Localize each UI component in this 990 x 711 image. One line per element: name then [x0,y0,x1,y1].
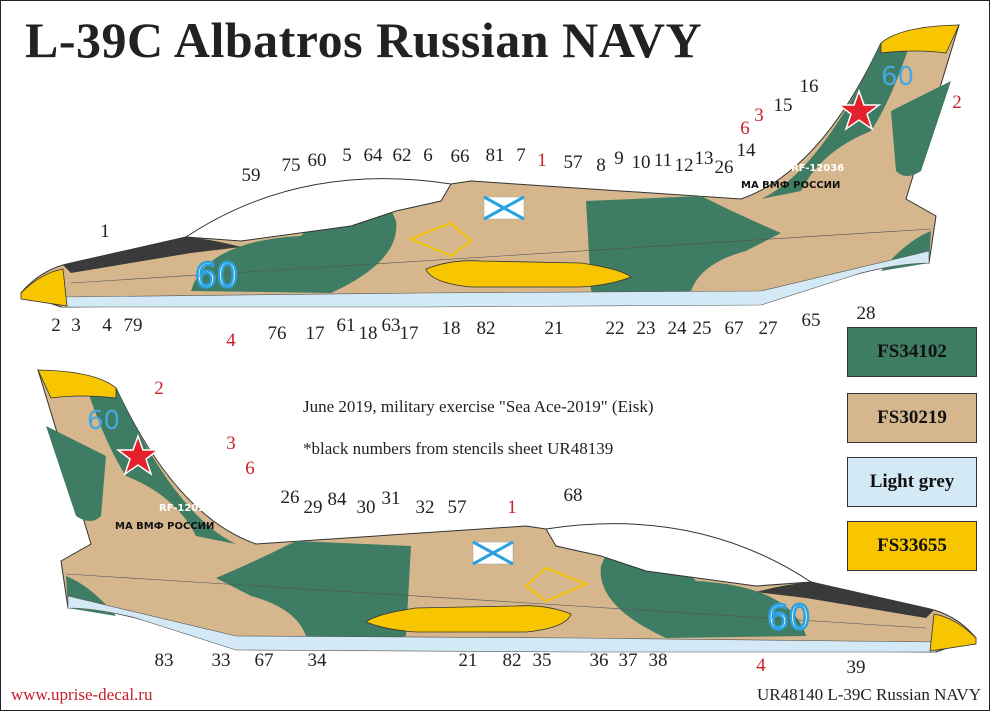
left-profile-callout-61: 61 [337,315,356,336]
left-profile-callout-81: 81 [486,145,505,166]
left-profile-callout-28: 28 [857,303,876,324]
right-profile-callout-30: 30 [357,497,376,518]
right-profile-callout-31: 31 [382,488,401,509]
left-profile-callout-25: 25 [693,318,712,339]
right-profile-callout-21: 21 [459,650,478,671]
right-profile-callout-57: 57 [448,497,467,518]
left-profile-callout-5: 5 [342,145,352,166]
right-profile-callout-1: 1 [507,497,517,518]
inscription-marking: МА ВМФ РОССИИ [741,180,840,191]
left-profile-callout-26: 26 [715,157,734,178]
right-profile-callout-39: 39 [847,657,866,678]
right-profile-callout-36: 36 [590,650,609,671]
left-profile-callout-4: 4 [102,315,112,336]
swatch-label: FS30219 [877,407,947,428]
left-profile-callout-17: 17 [306,323,325,344]
left-profile-callout-13: 13 [695,148,714,169]
inscription-marking: МА ВМФ РОССИИ [115,521,214,532]
right-profile-callout-6: 6 [245,458,255,479]
left-profile-callout-59: 59 [242,165,261,186]
left-profile-callout-82: 82 [477,318,496,339]
left-profile-callout-7: 7 [516,145,526,166]
right-profile-callout-26: 26 [281,487,300,508]
left-profile-callout-27: 27 [759,318,778,339]
left-profile-callout-6: 6 [423,145,433,166]
left-profile-callout-12: 12 [675,155,694,176]
right-profile-callout-82: 82 [503,650,522,671]
color-swatch-fs30219: FS30219 [847,393,977,443]
left-profile-callout-62: 62 [393,145,412,166]
left-profile-callout-18: 18 [359,323,378,344]
left-profile-callout-6: 6 [740,118,750,139]
right-profile-callout-3: 3 [226,433,236,454]
right-profile-callout-32: 32 [416,497,435,518]
right-profile-callout-67: 67 [255,650,274,671]
left-profile-callout-21: 21 [545,318,564,339]
color-swatch-fs33655: FS33655 [847,521,977,571]
website-link[interactable]: www.uprise-decal.ru [11,685,153,704]
right-profile-callout-83: 83 [155,650,174,671]
left-profile-callout-22: 22 [606,318,625,339]
swatch-label: Light grey [869,471,955,492]
left-profile-callout-23: 23 [637,318,656,339]
sheet-title: L-39C Albatros Russian NAVY [25,12,703,68]
color-swatch-light-grey: Light grey [847,457,977,507]
left-profile-callout-64: 64 [364,145,384,166]
left-profile-callout-66: 66 [451,146,470,167]
swatch-label: FS33655 [877,535,947,556]
left-profile-callout-16: 16 [800,76,819,97]
left-profile-callout-14: 14 [737,140,757,161]
right-profile-callout-33: 33 [212,650,231,671]
right-profile-callout-34: 34 [308,650,328,671]
registration-marking: RF-12036 [791,163,844,174]
tail-number-marking: 60 [881,62,914,92]
right-profile-callout-84: 84 [328,489,348,510]
right-profile-callout-29: 29 [304,497,323,518]
right-profile-callout-68: 68 [564,485,583,506]
left-profile-callout-8: 8 [596,155,606,176]
registration-marking: RF-12036 [159,503,212,514]
left-profile-callout-9: 9 [614,148,624,169]
swatch-label: FS34102 [877,341,947,362]
left-profile-callout-4: 4 [226,330,236,351]
side-number-marking: 60 [195,256,238,296]
left-profile-callout-11: 11 [654,150,672,171]
left-profile-callout-1: 1 [537,150,547,171]
color-swatch-fs34102: FS34102 [847,327,977,377]
left-profile-callout-2: 2 [51,315,61,336]
side-number-marking: 60 [767,598,810,638]
left-profile-callout-17: 17 [400,323,419,344]
left-profile-callout-15: 15 [774,95,793,116]
left-profile-callout-60: 60 [308,150,327,171]
left-profile-callout-63: 63 [382,315,401,336]
right-profile-callout-37: 37 [619,650,638,671]
right-profile-callout-38: 38 [649,650,668,671]
left-profile-callout-57: 57 [564,152,583,173]
right-profile-callout-35: 35 [533,650,552,671]
left-profile-callout-75: 75 [282,155,301,176]
right-profile-callout-4: 4 [756,655,766,676]
left-profile-callout-76: 76 [268,323,287,344]
caption-note: *black numbers from stencils sheet UR481… [303,439,614,458]
left-profile-callout-24: 24 [668,318,688,339]
left-profile-callout-10: 10 [632,152,651,173]
caption-event: June 2019, military exercise "Sea Ace-20… [303,397,654,416]
left-profile-callout-79: 79 [124,315,143,336]
product-code: UR48140 L-39C Russian NAVY [756,685,981,704]
left-profile-callout-67: 67 [725,318,744,339]
right-profile-callout-2: 2 [154,378,164,399]
tail-number-marking: 60 [87,406,120,436]
left-profile-callout-65: 65 [802,310,821,331]
left-profile-callout-1: 1 [100,221,110,242]
left-profile-callout-3: 3 [754,105,764,126]
left-profile-callout-3: 3 [71,315,81,336]
left-profile-callout-2: 2 [952,92,962,113]
left-profile-callout-18: 18 [442,318,461,339]
